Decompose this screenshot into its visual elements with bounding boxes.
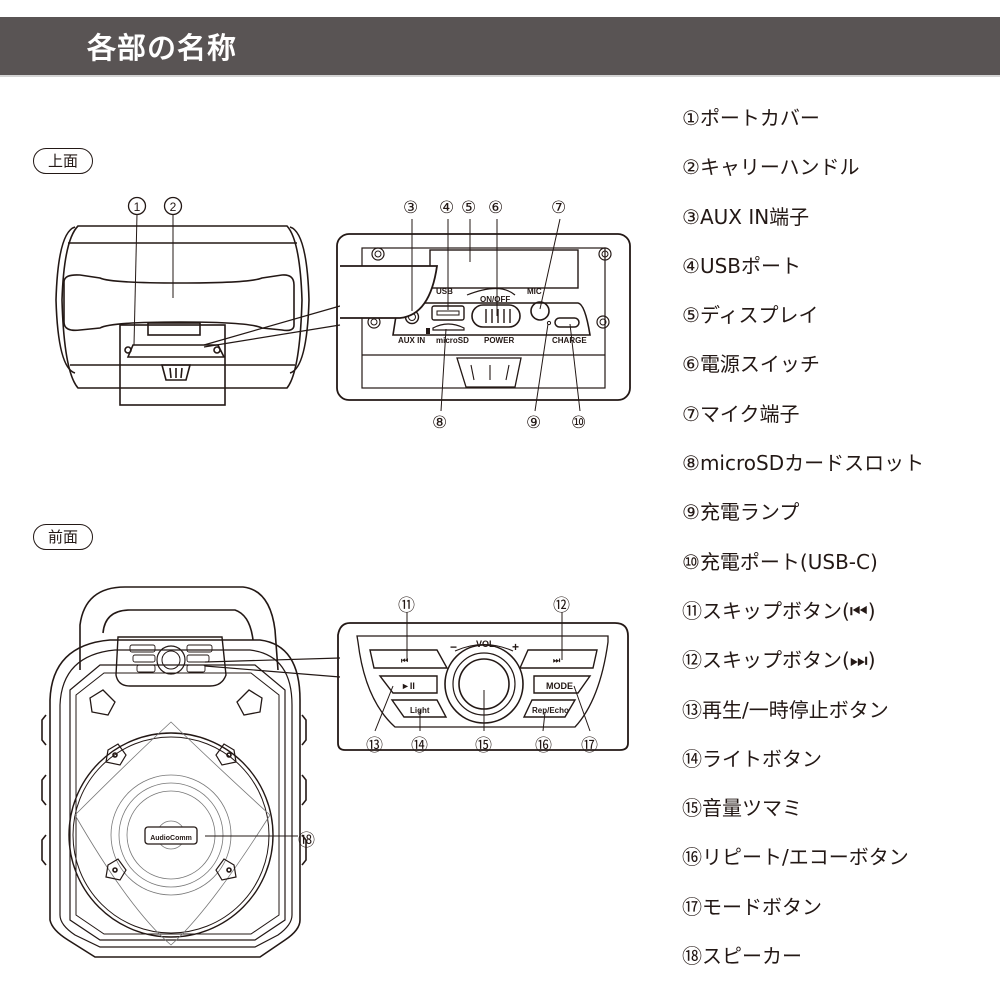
light-button [390, 699, 448, 718]
callout-15: ⑮ [475, 736, 492, 756]
parts-list-item: ⑩充電ポート(USB-C) [682, 549, 878, 574]
callout-12: ⑫ [553, 596, 570, 616]
label-rep-echo: Rep/Echo [532, 706, 569, 715]
label-aux-in: AUX IN [398, 336, 425, 345]
callout-3: ③ [403, 198, 419, 218]
callout-16: ⑯ [535, 736, 552, 756]
callout-7: ⑦ [551, 198, 567, 218]
callout-10: ⑩ [571, 413, 587, 433]
prev-button [369, 649, 449, 669]
label-play-pause: ►II [401, 681, 415, 691]
rep-echo-button [522, 699, 577, 718]
port-panel-detail [336, 218, 631, 412]
port-cover [340, 265, 439, 319]
parts-list-item: ②キャリーハンドル [682, 155, 860, 180]
label-mic: MIC [527, 287, 542, 296]
parts-list-item: ⑱スピーカー [682, 944, 802, 969]
parts-list-item: ⑦マイク端子 [682, 401, 800, 426]
section-header: 各部の名称 [0, 17, 1000, 77]
callout-8: ⑧ [432, 413, 448, 433]
control-panel-detail [337, 612, 629, 751]
parts-list-item: ④USBポート [682, 253, 801, 278]
callout-11: ⑪ [398, 596, 415, 616]
label-usb: USB [436, 287, 453, 296]
view-tag-top: 上面 [33, 148, 94, 174]
parts-list-item: ⑬再生/一時停止ボタン [682, 697, 889, 722]
parts-list-item: ⑮音量ツマミ [682, 796, 802, 821]
parts-list-item: ⑨充電ランプ [682, 500, 800, 525]
label-vol-minus: − [450, 640, 457, 654]
brand-label: AudioComm [150, 835, 192, 842]
callout-17: ⑰ [581, 736, 598, 756]
label-charge: CHARGE [552, 336, 587, 345]
usb-c-port [554, 317, 580, 328]
charge-lamp [546, 320, 552, 326]
callout-2: 2 [170, 200, 177, 214]
label-next: ⏭ [553, 656, 561, 665]
mode-button [533, 675, 592, 694]
parts-list-item: ⑥電源スイッチ [682, 352, 820, 377]
view-tag-front: 前面 [33, 524, 94, 550]
label-light: Light [410, 706, 430, 715]
front-view-illustration: AudioComm VOL − + ⏮ ⏭ ►II MODE Light Rep… [41, 586, 629, 958]
label-mode: MODE [546, 681, 573, 691]
next-button [518, 649, 598, 669]
label-vol: VOL [476, 639, 495, 649]
parts-list-item: ⑫スキップボタン(⏭) [682, 648, 876, 673]
callout-5: ⑤ [461, 198, 477, 218]
display-window [429, 249, 579, 289]
label-power: POWER [484, 336, 514, 345]
play-pause-button [378, 675, 438, 694]
brand-badge [144, 826, 198, 845]
top-view-illustration: 1 2 [55, 196, 631, 412]
callout-6: ⑥ [488, 198, 504, 218]
parts-list-item: ⑭ライトボタン [682, 746, 822, 771]
power-switch [471, 304, 521, 328]
mini-control-panel [115, 636, 227, 687]
label-on-off: ON/OFF [480, 295, 510, 304]
label-vol-plus: + [512, 640, 519, 654]
callout-4: ④ [439, 198, 455, 218]
section-title: 各部の名称 [87, 31, 238, 65]
callout-14: ⑭ [411, 736, 428, 756]
mic-jack [530, 301, 550, 321]
parts-list-item: ①ポートカバー [682, 106, 820, 130]
parts-list-item: ⑰モードボタン [682, 894, 822, 919]
speaker-grille [68, 732, 274, 938]
parts-list-item: ③AUX IN端子 [682, 204, 810, 229]
parts-list-item: ⑤ディスプレイ [682, 303, 819, 328]
callout-1: 1 [134, 200, 141, 214]
parts-list-item: ⑪スキップボタン(⏮) [682, 598, 876, 623]
callout-18: ⑱ [298, 831, 315, 851]
callout-9: ⑨ [526, 413, 542, 433]
carry-handle [63, 274, 295, 332]
speaker-top-body [55, 225, 310, 389]
parts-list-item: ⑯リピート/エコーボタン [682, 845, 909, 870]
speaker-body [49, 639, 301, 958]
parts-list: ①ポートカバー ②キャリーハンドル ③AUX IN端子 ④USBポート ⑤ディス… [682, 103, 924, 990]
parts-list-item: ⑧microSDカードスロット [682, 451, 925, 476]
callout-13: ⑬ [366, 736, 383, 756]
label-microsd: microSD [436, 336, 469, 345]
label-prev: ⏮ [401, 656, 408, 665]
microsd-slot [432, 323, 465, 331]
